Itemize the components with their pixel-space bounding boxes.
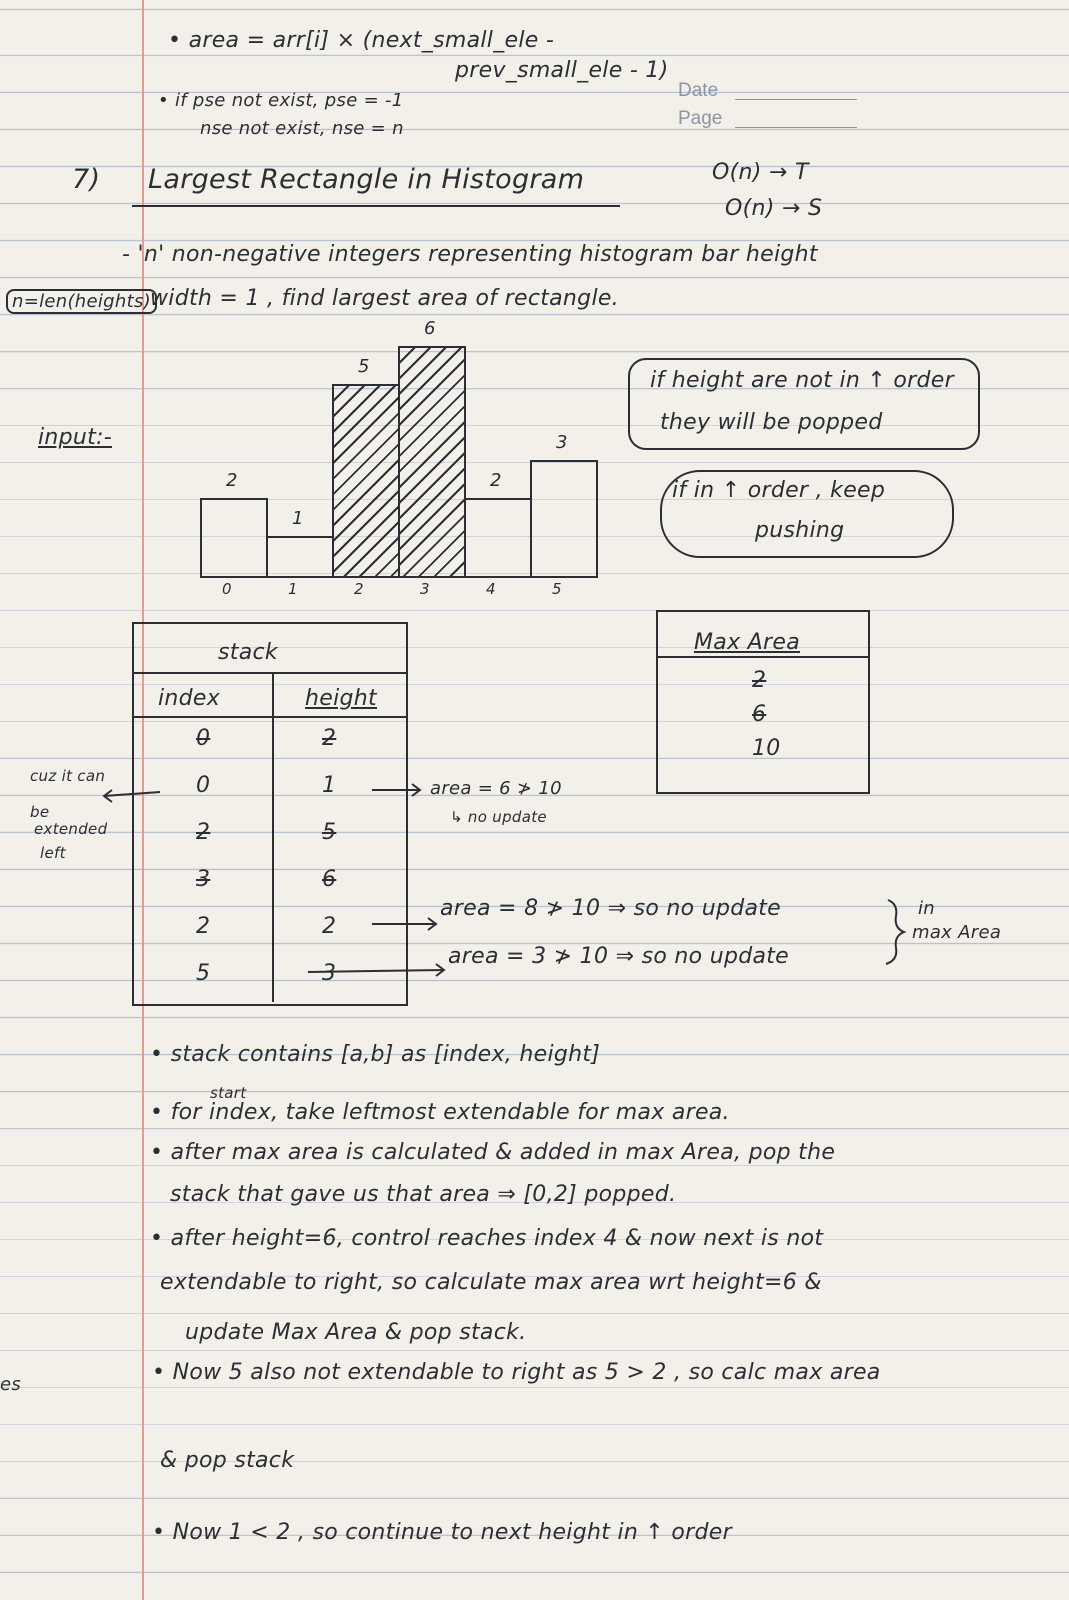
nse-note: nse not exist, nse = n [200, 118, 404, 139]
push-callout [660, 470, 954, 558]
heading-number: 7) [72, 164, 101, 195]
stack-header-divider [132, 716, 406, 718]
brace-note-line-1: in [918, 898, 936, 919]
page-fill-line [735, 127, 857, 128]
arrow-area-note-2 [372, 917, 438, 931]
stack-height-header: height [305, 686, 377, 711]
side-note-line-4: left [40, 844, 66, 862]
histogram-height-label: 1 [292, 508, 304, 529]
bullet-5: • Now 5 also not extendable to right as … [152, 1360, 881, 1385]
area-note-3: area = 3 ≯ 10 ⇒ so no update [448, 944, 790, 969]
bullet-2: • for index, take leftmost extendable fo… [150, 1100, 730, 1125]
bullet-5-cont: & pop stack [160, 1448, 295, 1473]
brace-note-line-2: max Area [912, 922, 1002, 943]
popped-callout-line-1: if height are not in ↑ order [650, 368, 954, 393]
histogram-index-label: 4 [486, 580, 496, 598]
left-edge-mark: es [0, 1374, 22, 1395]
stack-row-index: 3 [196, 867, 211, 892]
stack-row-height: 2 [322, 726, 337, 751]
max-area-title-divider [656, 656, 868, 658]
histogram-index-label: 0 [222, 580, 232, 598]
area-note-1: area = 6 ≯ 10 [430, 778, 562, 799]
page-label: Page [678, 108, 723, 129]
page-title: Largest Rectangle in Histogram [148, 164, 585, 195]
stack-title: stack [218, 640, 278, 665]
n-definition-box: n=len(heights) [6, 289, 157, 314]
bullet-4-cont-2: update Max Area & pop stack. [185, 1320, 527, 1345]
stack-index-header: index [158, 686, 221, 711]
histogram-bar [398, 346, 466, 578]
time-complexity: O(n) → T [712, 160, 809, 185]
bullet-4: • after height=6, control reaches index … [150, 1226, 824, 1251]
bullet-4-cont-1: extendable to right, so calculate max ar… [160, 1270, 822, 1295]
area-note-1-sub: ↳ no update [450, 808, 547, 826]
stack-row-index: 5 [196, 961, 211, 986]
stack-row-height: 6 [322, 867, 337, 892]
space-complexity: O(n) → S [725, 196, 823, 221]
max-area-value: 10 [752, 736, 781, 761]
histogram-index-label: 1 [288, 580, 298, 598]
side-note-line-2: be [30, 803, 50, 821]
histogram-index-label: 5 [552, 580, 562, 598]
histogram-index-label: 3 [420, 580, 430, 598]
area-note-2: area = 8 ≯ 10 ⇒ so no update [440, 896, 782, 921]
stack-row-index: 0 [196, 773, 211, 798]
popped-callout-line-2: they will be popped [660, 410, 883, 435]
stack-title-divider [132, 672, 406, 674]
bullet-1: • stack contains [a,b] as [index, height… [150, 1042, 601, 1067]
stack-row-height: 3 [322, 961, 337, 986]
stack-row-index: 0 [196, 726, 211, 751]
pse-note: • if pse not exist, pse = -1 [158, 90, 404, 111]
bullet-3: • after max area is calculated & added i… [150, 1140, 836, 1165]
histogram-height-label: 3 [556, 432, 568, 453]
bullet-3-cont: stack that gave us that area ⇒ [0,2] pop… [170, 1182, 677, 1207]
max-area-table [656, 610, 870, 794]
stack-row-height: 2 [322, 914, 337, 939]
margin-line [142, 0, 144, 1600]
push-callout-line-1: if in ↑ order , keep [672, 478, 886, 503]
max-area-title: Max Area [694, 630, 800, 655]
date-label: Date [678, 80, 719, 101]
push-callout-line-2: pushing [755, 518, 845, 543]
histogram-height-label: 2 [490, 470, 502, 491]
date-fill-line [735, 99, 857, 100]
histogram-height-label: 2 [226, 470, 238, 491]
max-area-value: 2 [752, 668, 767, 693]
histogram-index-label: 2 [354, 580, 364, 598]
heading-underline [132, 205, 620, 207]
histogram-bar [530, 460, 598, 578]
brace-mark [885, 899, 907, 965]
description-line-1: - 'n' non-negative integers representing… [122, 242, 818, 267]
stack-table [132, 622, 408, 1006]
bullet-6: • Now 1 < 2 , so continue to next height… [152, 1520, 732, 1545]
stack-column-divider [272, 672, 274, 1002]
side-note-line-3: extended [34, 820, 108, 838]
histogram-height-label: 5 [358, 356, 370, 377]
stack-row-height: 1 [322, 773, 337, 798]
arrow-area-note-3 [307, 963, 446, 977]
stack-row-index: 2 [196, 820, 211, 845]
formula-line-2: prev_small_ele - 1) [455, 58, 669, 83]
arrow-side-note [102, 789, 161, 803]
description-line-2: width = 1 , find largest area of rectang… [150, 286, 619, 311]
side-note-line-1: cuz it can [30, 767, 106, 785]
bullet-2-insert: start [210, 1084, 247, 1102]
stack-row-height: 5 [322, 820, 337, 845]
input-label: input:- [38, 425, 113, 450]
stack-row-index: 2 [196, 914, 211, 939]
formula-line-1: • area = arr[i] × (next_small_ele - [168, 28, 555, 53]
max-area-value: 6 [752, 702, 767, 727]
popped-callout [628, 358, 980, 450]
arrow-area-note-1 [372, 783, 422, 797]
histogram-height-label: 6 [424, 318, 436, 339]
